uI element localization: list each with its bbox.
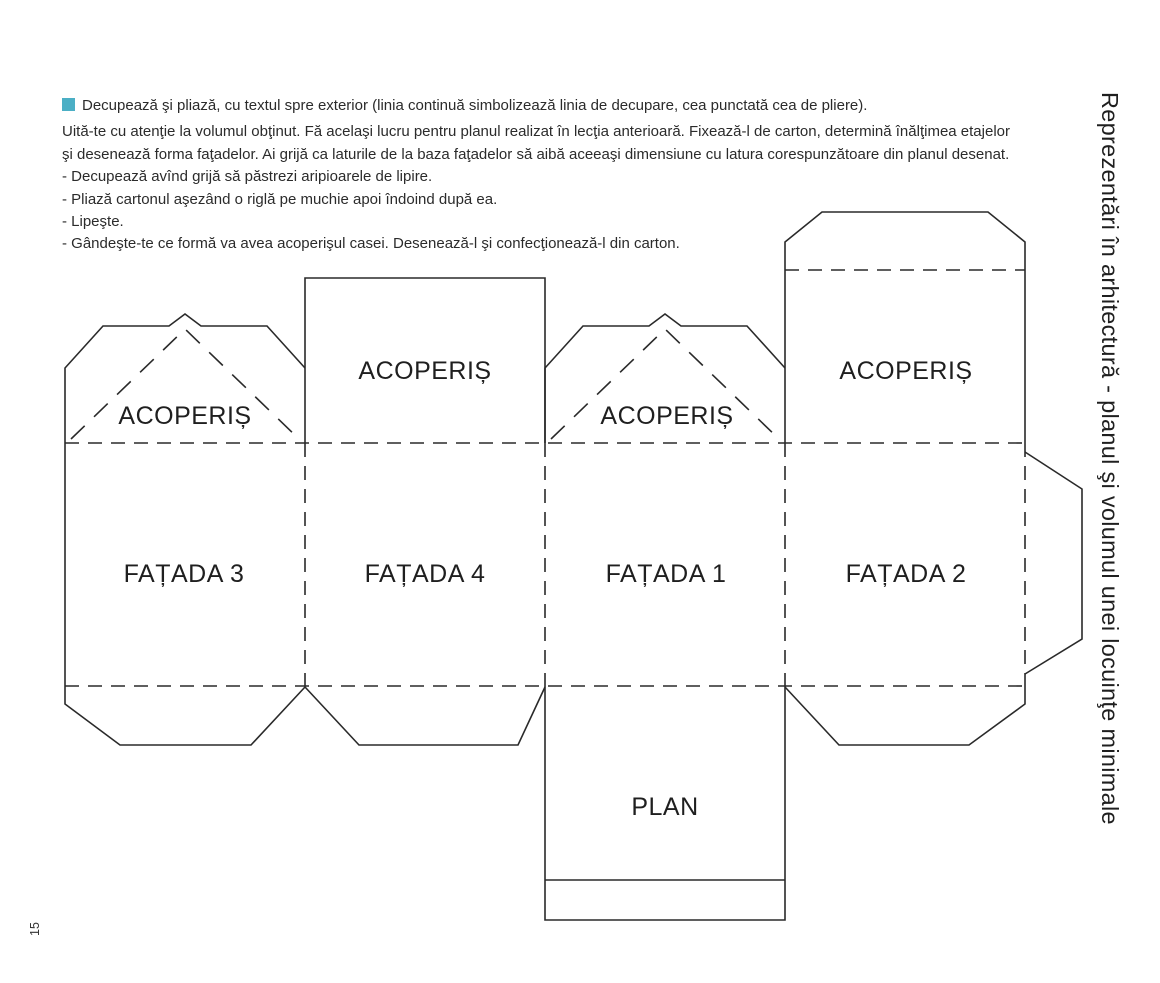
plan-panel-outline [544, 686, 786, 921]
instructions-block: Decupează şi pliază, cu textul spre exte… [62, 95, 1077, 256]
roof2-label: ACOPERIȘ [839, 357, 972, 385]
teal-square-bullet-icon [62, 98, 75, 111]
right-glue-tab-outline [1024, 451, 1083, 675]
chapter-side-title: Reprezentări în arhitectură - planul şi … [1097, 92, 1123, 825]
roof3-label: ACOPERIȘ [118, 402, 251, 430]
roof4-panel-outline [304, 277, 546, 443]
instruction-line: Decupează şi pliază, cu textul spre exte… [62, 95, 1077, 117]
instruction-line: Uită-te cu atenţie la volumul obţinut. F… [62, 123, 1010, 141]
roof2-panel-outline [784, 211, 1026, 443]
bottom-glue-tabs-left-outline [64, 685, 546, 746]
facade2-label: FAȚADA 2 [846, 560, 967, 588]
roof1-label: ACOPERIȘ [600, 402, 733, 430]
bottom-glue-tab-right-outline [784, 686, 1026, 746]
plan-label: PLAN [631, 793, 698, 821]
facade1-roof-flap-outline [544, 313, 786, 443]
gable-fold-facade3 [70, 327, 300, 440]
instruction-line: - Decupează avînd grijă să păstrezi arip… [62, 168, 433, 186]
facade1-label: FAȚADA 1 [606, 560, 727, 588]
instruction-line: şi desenează forma faţadelor. Ai grijă c… [62, 145, 1010, 163]
roof4-label: ACOPERIȘ [358, 357, 491, 385]
page-number: 15 [27, 922, 42, 936]
gable-fold-facade1 [550, 327, 780, 440]
facade4-label: FAȚADA 4 [365, 560, 486, 588]
facade3-roof-flap-outline [64, 313, 306, 686]
instruction-line: - Pliază cartonul aşezând o riglă pe muc… [62, 190, 498, 208]
instruction-line: - Gândeşte-te ce formă va avea acoperişu… [62, 235, 680, 253]
instruction-line: - Lipeşte. [62, 213, 124, 231]
instruction-text: Decupează şi pliază, cu textul spre exte… [82, 97, 868, 114]
facade3-label: FAȚADA 3 [124, 560, 245, 588]
